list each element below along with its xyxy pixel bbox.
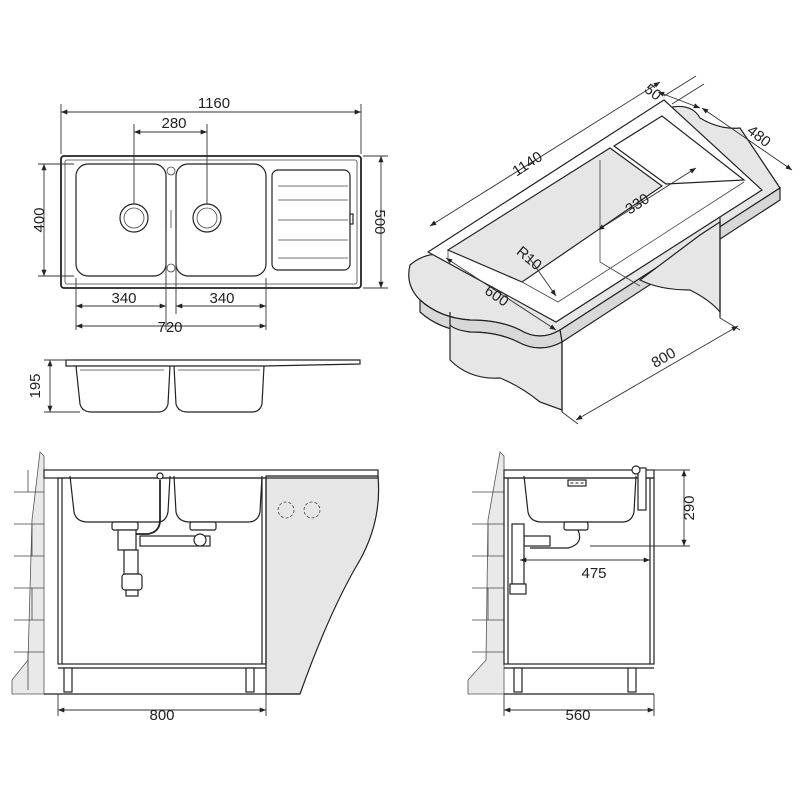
- bricks: [14, 470, 44, 690]
- dim-560-label: 560: [565, 707, 590, 724]
- dim-800-front-label: 800: [149, 707, 174, 724]
- overflow-bottom: [166, 263, 176, 273]
- dim-500-label: 500: [371, 209, 388, 234]
- side-profile: 195: [27, 359, 361, 413]
- cabinet-leg-left: [63, 667, 73, 693]
- front-bowl-right: [173, 475, 263, 523]
- brick-wall: [11, 451, 45, 695]
- water-inlet-2: [303, 501, 321, 519]
- profile-right-bowl: [173, 365, 265, 413]
- overflow-top: [166, 166, 176, 176]
- side-install-view: = = = 290 475 560: [467, 451, 698, 724]
- water-inlet-1: [277, 501, 295, 519]
- side-brick-wall: [467, 451, 505, 695]
- front-install-view: 800: [11, 451, 380, 724]
- left-bowl: [75, 163, 167, 277]
- dim-475-label: 475: [581, 565, 606, 582]
- cabinet-left-wall: [449, 312, 563, 411]
- profile-left-bowl: [75, 365, 171, 413]
- dim-340-right-label: 340: [209, 290, 234, 307]
- side-trap: [509, 521, 589, 595]
- side-cabinet: [503, 477, 655, 665]
- top-view: 1160 280 400 500 340 340 720: [31, 95, 388, 336]
- svg-text:= = =: = = =: [570, 481, 584, 487]
- front-bowl-left: [69, 475, 171, 523]
- drainer-grooves: [278, 185, 348, 259]
- dim-800-perspective-label: 800: [649, 344, 679, 371]
- perspective-view: 50 480 1140 330 R10 600 800: [408, 75, 793, 425]
- dim-400-label: 400: [31, 207, 48, 232]
- dim-50-label: 50: [641, 81, 665, 105]
- side-bricks: [472, 491, 504, 653]
- sink-outline: [60, 155, 362, 289]
- dim-720-label: 720: [157, 319, 182, 336]
- dim-1140-label: 1140: [509, 148, 545, 180]
- side-leg-right: [627, 667, 637, 693]
- cabinet-body: [57, 477, 267, 665]
- sink-rim: [64, 159, 358, 285]
- dim-290-label: 290: [681, 495, 698, 520]
- side-leg-left: [513, 667, 523, 693]
- right-bowl: [175, 163, 267, 277]
- trap-assembly: [111, 521, 217, 597]
- dim-340-left-label: 340: [111, 290, 136, 307]
- cabinet-leg-right: [245, 667, 255, 693]
- countertop-right: [265, 475, 380, 695]
- profile-rim: [65, 359, 361, 367]
- side-countertop: [503, 469, 655, 479]
- dim-280-label: 280: [161, 115, 186, 132]
- dim-1160-label: 1160: [198, 95, 230, 112]
- dim-195-label: 195: [27, 373, 44, 398]
- faucet: [637, 467, 647, 511]
